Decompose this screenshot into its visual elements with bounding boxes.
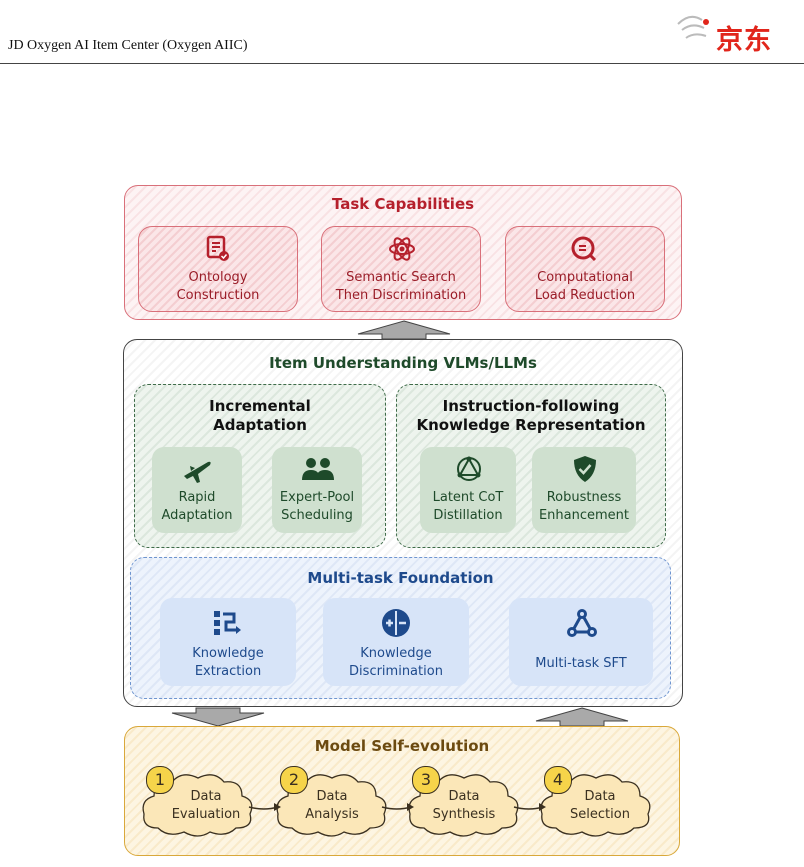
tile-label-line: Rapid	[178, 490, 216, 505]
airplane-icon	[184, 461, 211, 483]
tile-label-line: Enhancement	[538, 508, 630, 523]
multitask-foundation-title: Multi-task Foundation	[307, 569, 494, 587]
jd-logo	[672, 10, 792, 50]
step-number-badge: 2	[280, 766, 308, 794]
task-capabilities-title: Task Capabilities	[331, 195, 475, 213]
capability-tile-ontology	[138, 226, 298, 312]
tile-label-line: Extraction	[194, 664, 262, 679]
capability-label-line: Semantic Search	[346, 270, 456, 285]
step-number-badge: 1	[146, 766, 174, 794]
jd-dog-icon	[677, 15, 709, 39]
label-knowledge-extraction: Knowledge Extraction	[160, 645, 296, 681]
capability-label-load-reduction: Computational Load Reduction	[505, 269, 665, 305]
step-label-synthesis: Data Synthesis	[404, 788, 524, 824]
capability-tile-load-reduction	[505, 226, 665, 312]
step-label-selection: Data Selection	[540, 788, 660, 824]
step-label-line: Data	[584, 789, 616, 804]
label-latent-cot: Latent CoT Distillation	[420, 489, 516, 525]
step-label-line: Data	[448, 789, 480, 804]
incremental-title-line: Incremental	[209, 397, 311, 415]
tile-label-line: Adaptation	[161, 508, 233, 523]
capability-tile-semantic-search	[321, 226, 481, 312]
step-number-badge: 3	[412, 766, 440, 794]
step-number-badge: 4	[544, 766, 572, 794]
header-divider	[0, 63, 804, 64]
incremental-adaptation-title: Incremental Adaptation	[134, 397, 386, 435]
capability-label-line: Computational	[537, 270, 633, 285]
step-cloud-1	[142, 774, 253, 837]
tile-label-line: Robustness	[546, 490, 622, 505]
arrow-right-icon	[513, 803, 546, 811]
arrow-up-icon	[535, 707, 629, 727]
extraction-icon	[214, 611, 241, 635]
shield-check-icon	[574, 456, 596, 482]
magnifier-icon	[571, 236, 597, 262]
people-icon	[302, 458, 334, 480]
arrow-right-icon	[248, 803, 281, 811]
arrow-up-icon	[357, 320, 451, 340]
tile-label-line: Latent CoT	[432, 490, 504, 505]
tile-label-line: Multi-task SFT	[535, 656, 627, 671]
step-label-evaluation: Data Evaluation	[146, 788, 266, 824]
arrow-down-icon	[171, 707, 265, 727]
step-label-line: Data	[190, 789, 222, 804]
tile-label-line: Expert-Pool	[279, 490, 355, 505]
arrow-right-icon	[381, 803, 414, 811]
step-label-line: Analysis	[305, 807, 359, 822]
tile-label-line: Discrimination	[349, 664, 443, 679]
step-label-analysis: Data Analysis	[272, 788, 392, 824]
label-expert-pool: Expert-Pool Scheduling	[266, 489, 368, 525]
capability-label-ontology: Ontology Construction	[138, 269, 298, 305]
step-cloud-2	[276, 774, 387, 837]
document-check-icon	[206, 235, 229, 261]
item-understanding-title: Item Understanding VLMs/LLMs	[269, 354, 537, 372]
incremental-title-line: Adaptation	[213, 416, 307, 434]
instruction-title-line: Instruction-following	[442, 397, 620, 415]
capability-label-line: Ontology	[188, 270, 248, 285]
instruction-title-line: Knowledge Representation	[416, 416, 646, 434]
document-header-title: JD Oxygen AI Item Center (Oxygen AIIC)	[8, 38, 248, 53]
tile-label-line: Knowledge	[192, 646, 264, 661]
jd-logo-text: 京东	[716, 25, 772, 56]
graph-icon	[567, 609, 597, 637]
label-knowledge-discrimination: Knowledge Discrimination	[323, 645, 469, 681]
tile-expert-pool	[272, 447, 362, 533]
step-label-line: Synthesis	[432, 807, 496, 822]
step-cloud-3	[408, 774, 519, 837]
label-robustness: Robustness Enhancement	[532, 489, 636, 525]
tile-rapid-adaptation	[152, 447, 242, 533]
capability-label-line: Construction	[176, 288, 260, 303]
step-label-line: Selection	[570, 807, 630, 822]
tile-label-line: Scheduling	[281, 508, 353, 523]
instruction-following-title: Instruction-following Knowledge Represen…	[396, 397, 666, 435]
self-evolution-title: Model Self-evolution	[314, 737, 490, 755]
step-cloud-4	[540, 774, 651, 837]
tile-label-line: Knowledge	[360, 646, 432, 661]
label-rapid-adaptation: Rapid Adaptation	[152, 489, 242, 525]
plus-minus-icon	[382, 609, 410, 637]
step-label-line: Data	[316, 789, 348, 804]
label-multitask-sft: Multi-task SFT	[509, 655, 653, 673]
network-icon	[457, 456, 481, 481]
capability-label-line: Then Discrimination	[335, 288, 467, 303]
capability-label-line: Load Reduction	[534, 288, 636, 303]
step-label-line: Evaluation	[171, 807, 241, 822]
capability-label-semantic-search: Semantic Search Then Discrimination	[321, 269, 481, 305]
tile-label-line: Distillation	[433, 508, 503, 523]
atom-icon	[389, 237, 415, 261]
